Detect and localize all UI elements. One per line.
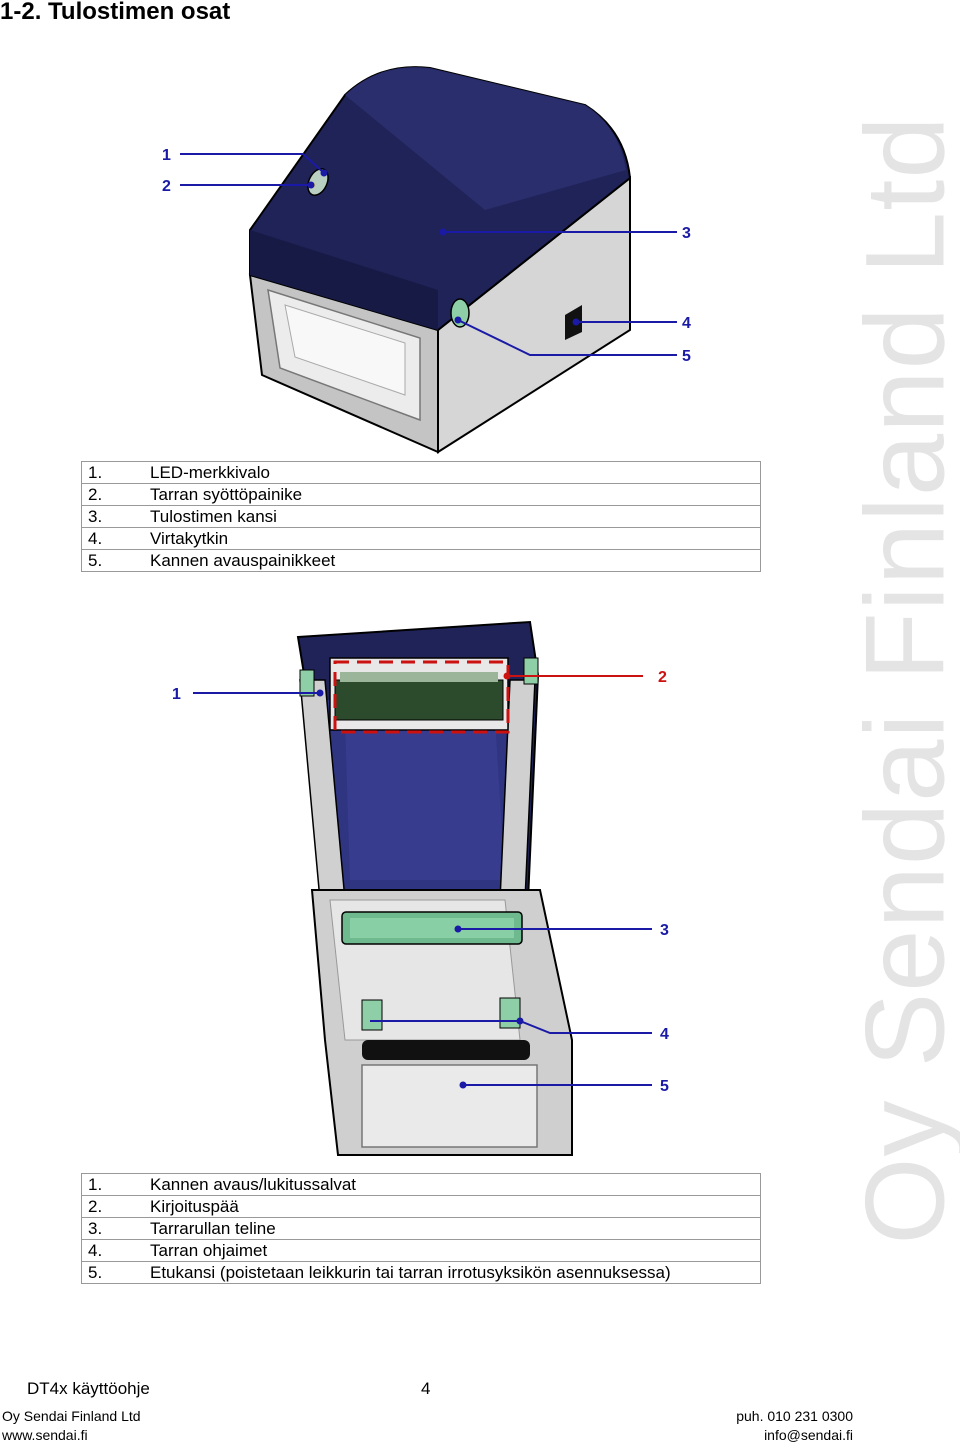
legend-text: LED-merkkivalo (146, 461, 761, 484)
callout-label-1: 1 (162, 147, 171, 164)
legend-number: 2. (81, 1195, 146, 1218)
footer-email: info@sendai.fi (764, 1427, 853, 1443)
legend-text: Tulostimen kansi (146, 505, 761, 528)
printer-closed-figure: 1 2 3 4 5 (162, 66, 691, 454)
legend-text: Tarran ohjaimet (146, 1239, 761, 1262)
legend-row: 4.Virtakytkin (81, 527, 761, 550)
legend-row: 1.LED-merkkivalo (81, 461, 761, 484)
legend-text: Kannen avauspainikkeet (146, 549, 761, 572)
legend-number: 4. (81, 1239, 146, 1262)
callout-label-4: 4 (660, 1026, 669, 1043)
callout-label-3: 3 (660, 922, 669, 939)
legend-text: Etukansi (poistetaan leikkurin tai tarra… (146, 1261, 761, 1284)
legend-row: 1.Kannen avaus/lukitussalvat (81, 1173, 761, 1196)
legend-number: 1. (81, 1173, 146, 1196)
legend-row: 4.Tarran ohjaimet (81, 1239, 761, 1262)
callout-label-2: 2 (162, 178, 171, 195)
legend-number: 3. (81, 505, 146, 528)
printer-open-figure: 1 2 3 4 5 (172, 620, 669, 1156)
legend-row: 2.Kirjoituspää (81, 1195, 761, 1218)
callout-line-cover-button (457, 319, 677, 356)
legend-number: 2. (81, 483, 146, 506)
legend-text: Tarrarullan teline (146, 1217, 761, 1240)
printhead-highlight (333, 660, 510, 734)
footer-phone: puh. 010 231 0300 (736, 1408, 853, 1424)
page-title: 1-2. Tulostimen osat (0, 0, 231, 25)
legend-number: 3. (81, 1217, 146, 1240)
legend-row: 3.Tulostimen kansi (81, 505, 761, 528)
callout-label-5: 5 (682, 348, 691, 365)
footer-company: Oy Sendai Finland Ltd (2, 1408, 141, 1424)
legend-number: 1. (81, 461, 146, 484)
callout-line-led (180, 153, 325, 174)
callout-label-2: 2 (658, 669, 667, 686)
callout-label-1: 1 (172, 686, 181, 703)
legend-row: 3.Tarrarullan teline (81, 1217, 761, 1240)
figure1-callouts: 1 2 3 4 5 (162, 147, 691, 365)
legend-number: 4. (81, 527, 146, 550)
legend-text: Kirjoituspää (146, 1195, 761, 1218)
legend-row: 2.Tarran syöttöpainike (81, 483, 761, 506)
footer-manual-title: DT4x käyttöohje (27, 1379, 150, 1398)
legend-row: 5.Etukansi (poistetaan leikkurin tai tar… (81, 1261, 761, 1284)
legend-number: 5. (81, 1261, 146, 1284)
legend-text: Kannen avaus/lukitussalvat (146, 1173, 761, 1196)
legend-number: 5. (81, 549, 146, 572)
legend-text: Tarran syöttöpainike (146, 483, 761, 506)
printer-open-illustration (296, 620, 573, 1156)
legend-table-open: 1.Kannen avaus/lukitussalvat 2.Kirjoitus… (81, 1173, 761, 1284)
figure2-callouts: 1 2 3 4 5 (172, 669, 669, 1095)
printer-closed-illustration (248, 66, 632, 454)
callout-label-5: 5 (660, 1078, 669, 1095)
footer-website: www.sendai.fi (2, 1427, 88, 1443)
legend-text: Virtakytkin (146, 527, 761, 550)
callout-label-4: 4 (682, 315, 691, 332)
callout-label-3: 3 (682, 225, 691, 242)
legend-row: 5.Kannen avauspainikkeet (81, 549, 761, 572)
callout-line-label-guides (370, 1020, 652, 1034)
legend-table-closed: 1.LED-merkkivalo 2.Tarran syöttöpainike … (81, 461, 761, 572)
footer-page-number: 4 (421, 1379, 431, 1398)
